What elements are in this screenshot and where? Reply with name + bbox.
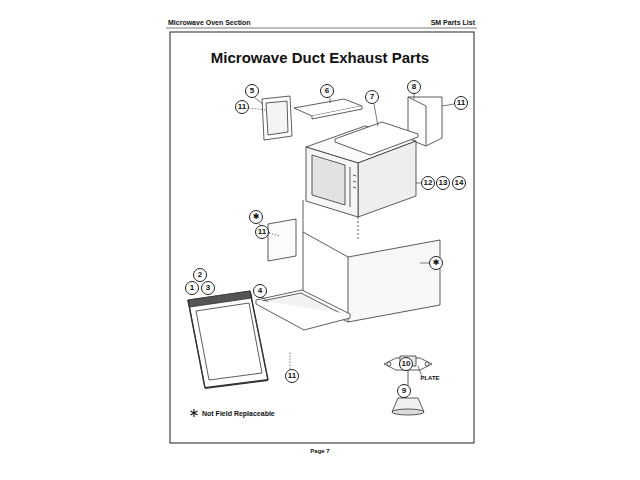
legend-asterisk <box>191 409 198 417</box>
callout-number: 11 <box>235 100 249 114</box>
callout-number: 11 <box>285 369 299 383</box>
text-label: Page 7 <box>310 448 329 454</box>
callout-number: 10 <box>399 357 413 371</box>
legend-text: Not Field Replaceable <box>202 410 275 417</box>
diagram-title: Microwave Duct Exhaust Parts <box>211 50 429 65</box>
callout-number: ✱ <box>429 256 443 270</box>
callout-number: 3 <box>201 281 215 295</box>
callout-number: 8 <box>407 80 421 94</box>
callout-number: 11 <box>255 225 269 239</box>
callout-number: ✱ <box>249 210 263 224</box>
callout-number: 14 <box>452 176 466 190</box>
callout-number: 6 <box>320 84 334 98</box>
callout-number: 4 <box>253 284 267 298</box>
callout-number: 9 <box>397 384 411 398</box>
callout-number: 11 <box>454 96 468 110</box>
callout-number: 2 <box>193 268 207 282</box>
callout-number: 5 <box>245 84 259 98</box>
callout-number: 7 <box>365 90 379 104</box>
callout-number: 13 <box>436 176 450 190</box>
callout-number: 12 <box>421 176 435 190</box>
page-header: Microwave Oven Section <box>168 19 250 26</box>
page-header: SM Parts List <box>431 19 475 26</box>
text-label: PLATE <box>420 375 439 381</box>
callout-number: 1 <box>185 281 199 295</box>
